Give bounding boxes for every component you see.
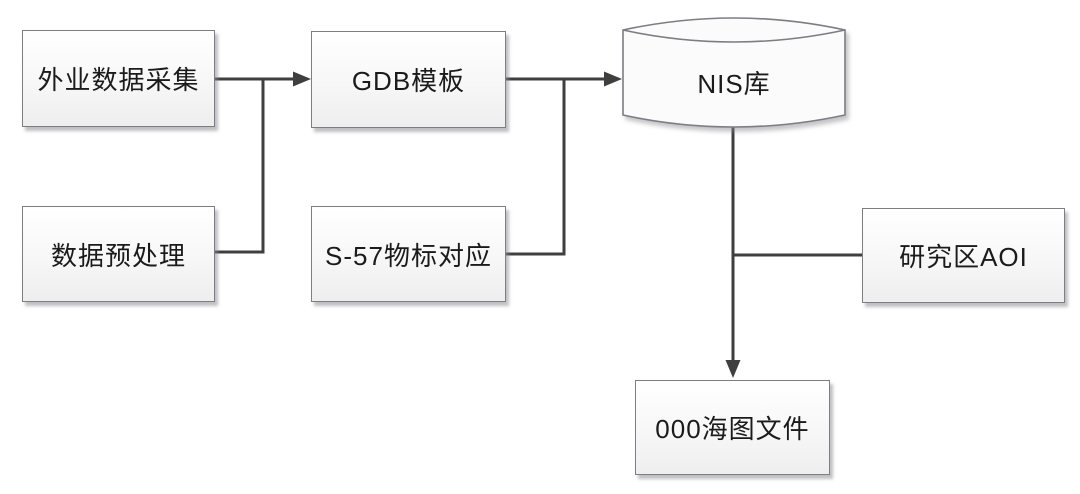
node-study-area-aoi: 研究区AOI (862, 208, 1065, 303)
arrowhead-icon (725, 360, 741, 378)
node-gdb-template: GDB模板 (311, 31, 506, 128)
node-s57-object-mapping-label: S-57物标对应 (325, 240, 492, 271)
node-field-data-collection-label: 外业数据采集 (37, 65, 200, 95)
arrowhead-icon (604, 71, 622, 87)
node-data-preprocessing: 数据预处理 (22, 206, 215, 302)
arrowhead-icon (293, 71, 311, 87)
node-000-chart-file-label: 000海图文件 (655, 414, 810, 444)
node-s57-object-mapping: S-57物标对应 (311, 206, 506, 302)
node-data-preprocessing-label: 数据预处理 (50, 240, 186, 271)
node-nis-database: NIS库 (621, 12, 847, 134)
node-nis-database-label: NIS库 (697, 69, 771, 99)
node-gdb-template-label: GDB模板 (351, 66, 466, 96)
edge-s57-branch (506, 79, 566, 256)
node-study-area-aoi-label: 研究区AOI (899, 242, 1028, 272)
edge-preprocessing-branch (215, 79, 265, 254)
node-field-data-collection: 外业数据采集 (22, 30, 215, 127)
node-000-chart-file: 000海图文件 (635, 380, 830, 475)
database-cylinder-icon (622, 17, 846, 128)
